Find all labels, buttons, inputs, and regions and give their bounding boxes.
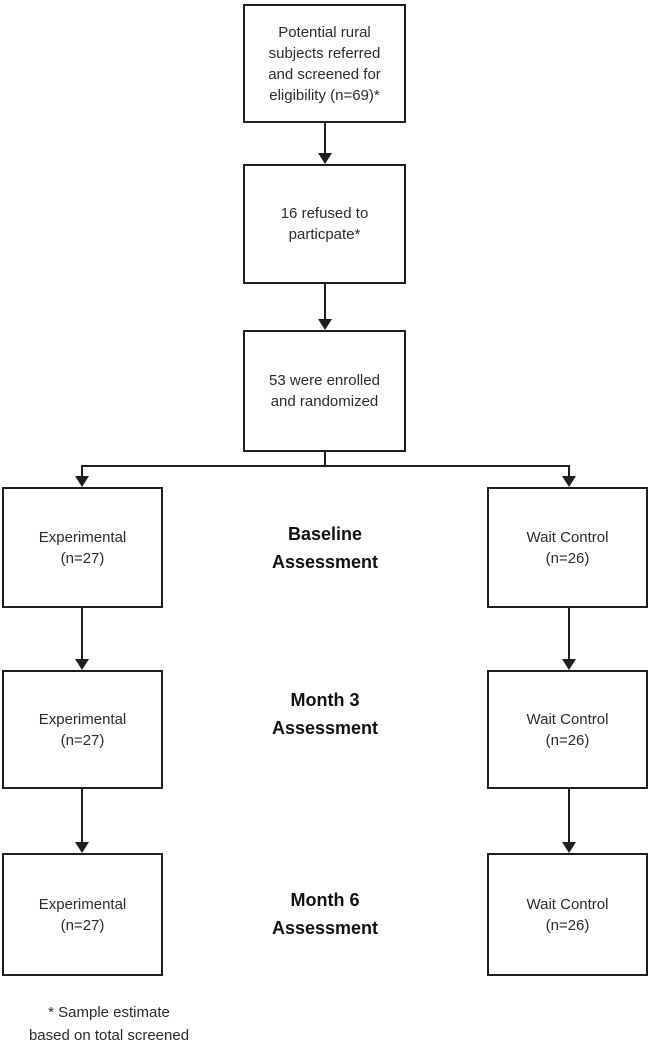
box-screened-eligibility: Potential rural subjects referred and sc… (243, 4, 406, 123)
branch-left-stub (81, 465, 83, 476)
label-month3-assessment: Month 3 Assessment (271, 690, 379, 738)
sample-estimate-footnote: * Sample estimate based on total screene… (28, 1004, 190, 1044)
connector-enrolled-branch (324, 452, 326, 467)
box-experimental-baseline: Experimental (n=27) (2, 487, 163, 608)
arrow-down-icon (75, 476, 89, 487)
arrow-down-icon (562, 842, 576, 853)
branch-right-stub (568, 465, 570, 476)
label-month6-assessment: Month 6 Assessment (271, 890, 379, 938)
box-experimental-month3: Experimental (n=27) (2, 670, 163, 789)
arrow-down-icon (318, 153, 332, 164)
box-enrolled-randomized: 53 were enrolled and randomized (243, 330, 406, 452)
connector-right-r2-r3 (568, 789, 570, 842)
connector-left-r1-r2 (81, 608, 83, 659)
arrow-down-icon (562, 659, 576, 670)
connector-screened-refused (324, 123, 326, 153)
arrow-down-icon (562, 476, 576, 487)
box-wait-control-baseline: Wait Control (n=26) (487, 487, 648, 608)
box-refused: 16 refused to particpate* (243, 164, 406, 284)
box-wait-control-month3: Wait Control (n=26) (487, 670, 648, 789)
box-wait-control-month6: Wait Control (n=26) (487, 853, 648, 976)
arrow-down-icon (75, 842, 89, 853)
connector-right-r1-r2 (568, 608, 570, 659)
connector-left-r2-r3 (81, 789, 83, 842)
arrow-down-icon (318, 319, 332, 330)
branch-horizontal-line (81, 465, 570, 467)
connector-refused-enrolled (324, 284, 326, 319)
arrow-down-icon (75, 659, 89, 670)
box-experimental-month6: Experimental (n=27) (2, 853, 163, 976)
label-baseline-assessment: Baseline Assessment (271, 524, 379, 572)
